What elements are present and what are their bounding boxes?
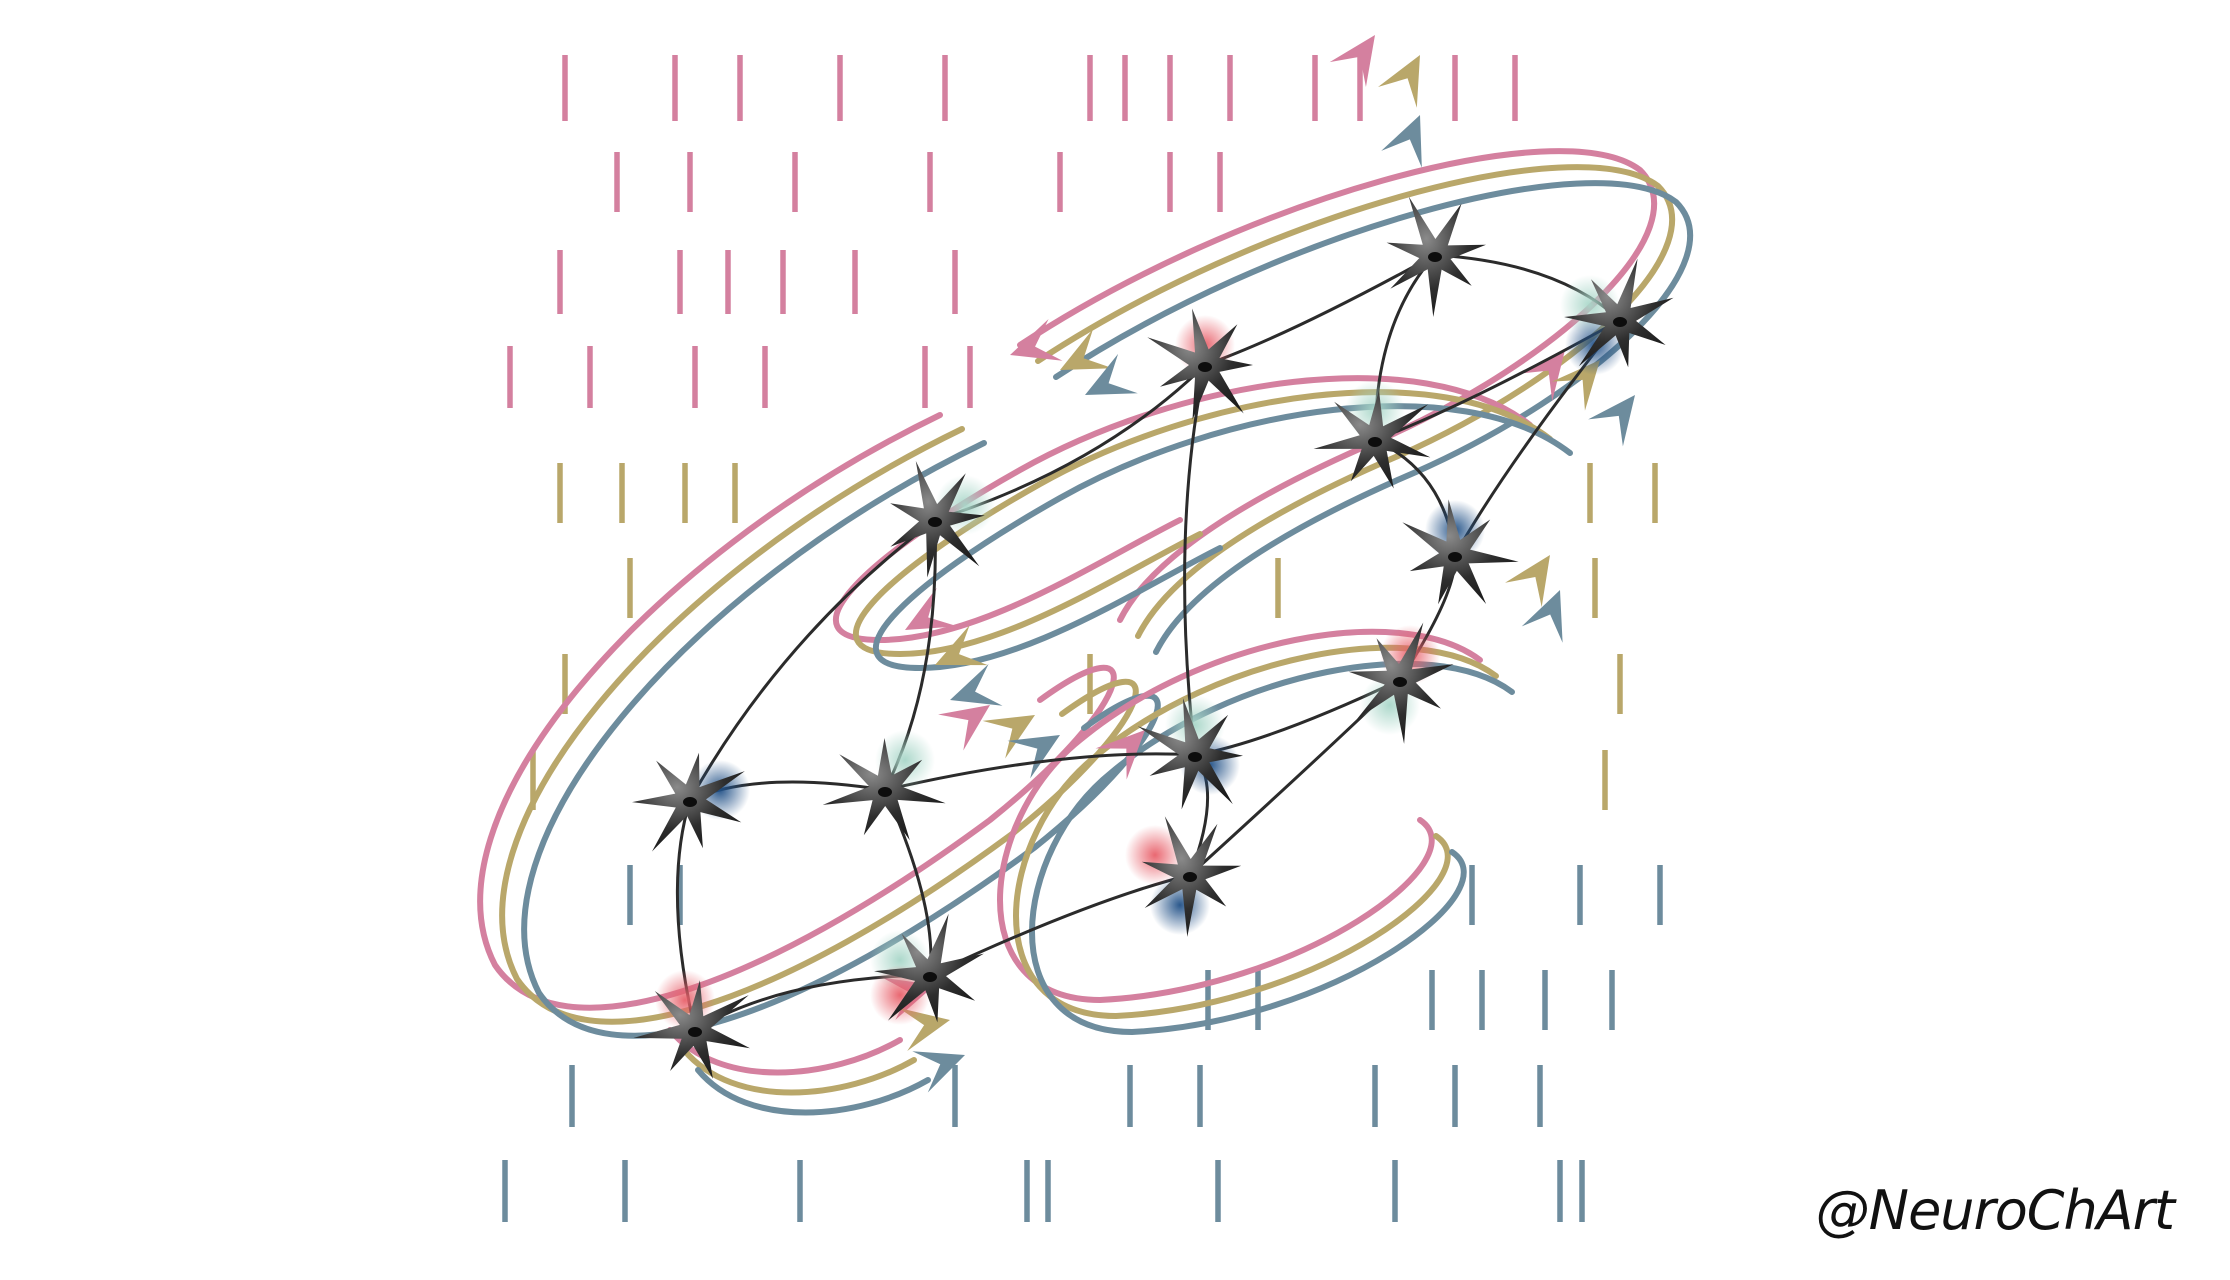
neuron-icon: [1313, 380, 1431, 489]
neuron-nucleus: [1188, 752, 1202, 762]
arrowhead-icon: [935, 625, 988, 666]
spike-raster: [502, 55, 1663, 1222]
neuron-soma: [874, 913, 984, 1023]
trajectory-loop: [997, 628, 1483, 1004]
arrowhead-icon: [1010, 318, 1063, 361]
neuron-icon: [870, 913, 984, 1025]
neuron-nucleus: [1613, 317, 1627, 327]
neuron-nucleus: [928, 517, 942, 527]
arrowhead-icon: [1381, 115, 1422, 168]
arrowhead-icon: [1517, 350, 1565, 402]
neuron-icon: [822, 730, 946, 841]
neuron-icon: [1125, 816, 1242, 937]
neuron-nucleus: [683, 797, 697, 807]
neuron-icon: [890, 461, 995, 578]
arrowhead-icon: [982, 715, 1035, 759]
neuron-icon: [1147, 308, 1253, 420]
neuron-icon: [1386, 196, 1486, 317]
trajectory-loop: [695, 1067, 931, 1116]
trajectory-loop: [681, 1047, 917, 1096]
arrowhead-icon: [905, 587, 958, 630]
neuron-icon: [1348, 622, 1454, 744]
trajectory-loop: [1053, 180, 1693, 655]
arrowhead-icon: [1588, 395, 1635, 447]
trajectory-loop: [1017, 148, 1657, 623]
arrowhead-icon: [1095, 730, 1145, 780]
neuron-icon: [632, 752, 750, 852]
author-credit: @NeuroChArt: [1815, 1179, 2175, 1242]
arrowhead-icon: [1378, 55, 1420, 108]
arrowhead-icon: [1505, 555, 1550, 608]
neuron-nucleus: [1368, 437, 1382, 447]
trajectory-loop: [499, 426, 1139, 1025]
neuron-nucleus: [1393, 677, 1407, 687]
synapse-link: [688, 518, 936, 801]
arrowhead-icon: [1007, 735, 1060, 779]
neuron-nucleus: [688, 1027, 702, 1037]
neuron-icon: [1137, 695, 1243, 810]
neuron-icon: [1560, 258, 1674, 375]
neuron-nucleus: [1198, 362, 1212, 372]
trajectory-loop: [477, 412, 1117, 1011]
arrowhead-icon: [912, 1051, 965, 1093]
synaptic-connections: [675, 253, 1622, 1032]
neuron-nucleus: [923, 972, 937, 982]
arrowhead-icon: [950, 663, 1003, 706]
trajectory-loop: [1029, 660, 1515, 1036]
trajectory-loop: [1013, 644, 1499, 1020]
arrowhead-icon: [1329, 35, 1375, 88]
neuron-soma: [1402, 499, 1519, 605]
synapse-link: [884, 752, 1196, 792]
trajectory-loop: [1035, 164, 1675, 639]
arrowhead-icon: [1085, 353, 1138, 395]
neuron-icon: [633, 970, 750, 1079]
neuron-nucleus: [878, 787, 892, 797]
neuron-nucleus: [1428, 252, 1442, 262]
arrowhead-icon: [1521, 590, 1563, 643]
neuron-nucleus: [1183, 872, 1197, 882]
trajectory-loop: [667, 1027, 903, 1076]
neuron-assembly: [632, 196, 1674, 1079]
arrowhead-icon: [1060, 328, 1113, 370]
trajectory-loop: [852, 389, 1553, 658]
neuron-icon: [1402, 499, 1519, 605]
arrowhead-icon: [938, 705, 990, 751]
neuron-soma: [1564, 258, 1674, 368]
trajectory-loops: [477, 35, 1693, 1116]
neuron-nucleus: [1448, 552, 1462, 562]
trajectory-loop: [832, 375, 1533, 644]
